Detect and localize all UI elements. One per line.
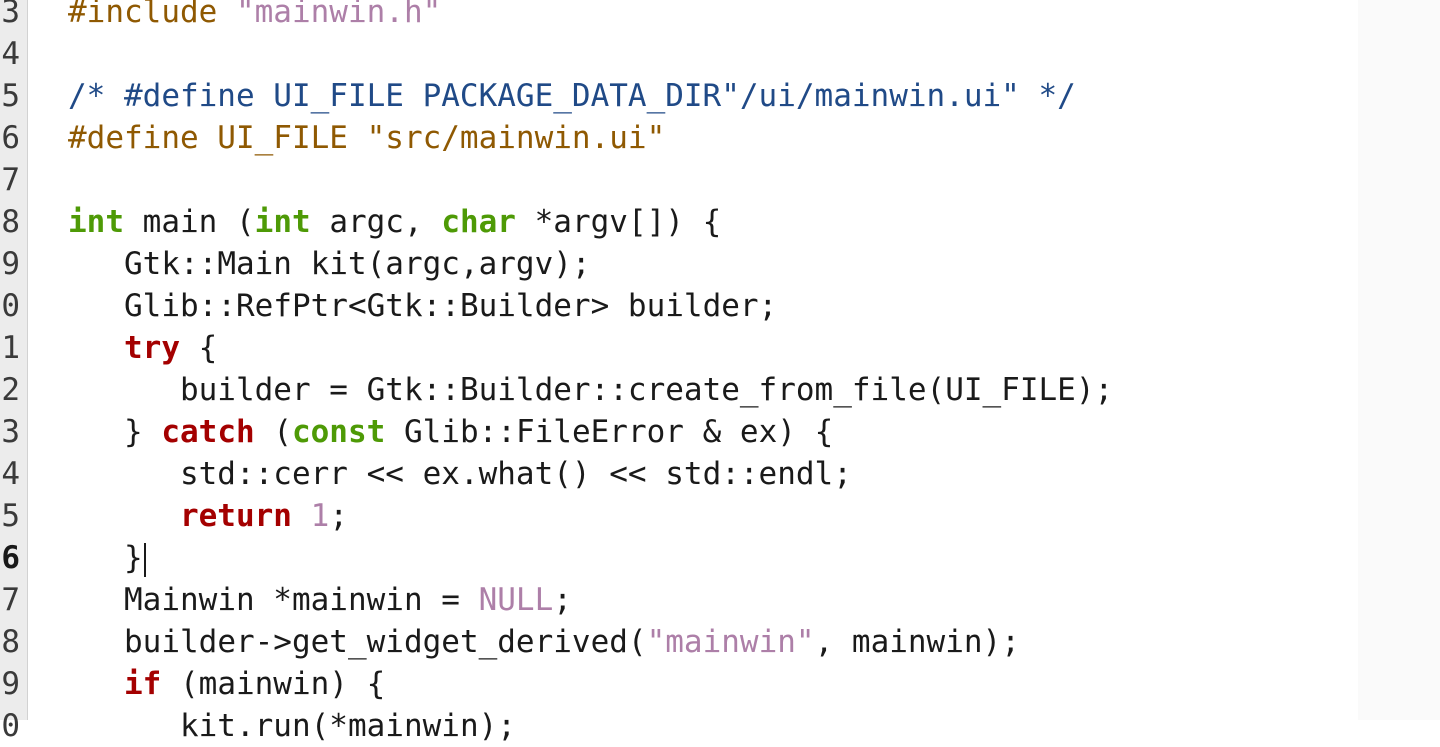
indent-space — [68, 414, 124, 450]
code-token: "mainwin.h" — [235, 0, 442, 30]
code-line[interactable]: Mainwin *mainwin = NULL; — [68, 579, 572, 621]
code-token: argc, — [310, 204, 442, 240]
code-line[interactable]: try { — [68, 327, 217, 369]
code-token: kit.run(*mainwin); — [179, 708, 516, 744]
code-line[interactable]: return 1; — [68, 495, 348, 537]
line-number[interactable]: 4 — [1, 36, 20, 72]
line-number[interactable]: 4 — [1, 456, 20, 492]
indent-space — [68, 624, 124, 660]
indent-space — [68, 372, 180, 408]
code-line[interactable]: #include "mainwin.h" — [68, 0, 441, 33]
code-line[interactable]: std::cerr << ex.what() << std::endl; — [68, 453, 852, 495]
line-number-gutter[interactable]: 3 4 5 6 7 8 9 0 1 2 3 4 5 6 7 8 9 0 — [0, 0, 28, 744]
code-token: , mainwin); — [814, 624, 1020, 660]
code-line[interactable]: kit.run(*mainwin); — [68, 705, 516, 747]
line-number[interactable]: 6 — [1, 120, 20, 156]
code-text-area[interactable]: #include "mainwin.h" /* #define UI_FILE P… — [68, 0, 1350, 744]
code-token: return — [179, 498, 292, 534]
line-number[interactable]: 2 — [1, 372, 20, 408]
indent-space — [68, 540, 124, 576]
code-token: if — [124, 666, 162, 702]
indent-space — [68, 288, 124, 324]
code-token: builder->get_widget_derived( — [124, 624, 647, 660]
indent-space — [68, 498, 180, 534]
code-token: "mainwin" — [646, 624, 815, 660]
line-number[interactable]: 8 — [1, 204, 20, 240]
code-token: catch — [161, 414, 255, 450]
line-number[interactable]: 0 — [1, 288, 20, 324]
code-token: try — [124, 330, 180, 366]
line-number[interactable]: 5 — [1, 498, 20, 534]
code-token: *argv[]) { — [515, 204, 722, 240]
code-line[interactable]: } catch (const Glib::FileError & ex) { — [68, 411, 833, 453]
code-token: Mainwin *mainwin = — [124, 582, 479, 618]
code-line[interactable]: int main (int argc, char *argv[]) { — [68, 201, 721, 243]
code-token: main ( — [124, 204, 255, 240]
line-number[interactable]: 8 — [1, 624, 20, 660]
code-line[interactable]: } — [68, 537, 146, 579]
code-token: std::cerr << ex.what() << std::endl; — [179, 456, 852, 492]
code-token: Glib::RefPtr<Gtk::Builder> builder; — [124, 288, 778, 324]
line-number[interactable]: 5 — [1, 78, 20, 114]
line-number[interactable]: 3 — [1, 0, 20, 30]
line-number[interactable]: 7 — [1, 162, 20, 198]
code-token: char — [441, 204, 516, 240]
code-token — [292, 498, 311, 534]
code-line[interactable]: #define UI_FILE "src/mainwin.ui" — [68, 117, 665, 159]
code-token: const — [291, 414, 386, 450]
code-token: Gtk::Main kit(argc,argv); — [124, 246, 591, 282]
code-line[interactable]: /* #define UI_FILE PACKAGE_DATA_DIR"/ui/… — [68, 75, 1076, 117]
code-token: (mainwin) { — [161, 666, 386, 702]
code-token: #define UI_FILE "src/mainwin.ui" — [68, 120, 666, 156]
editor-margin-area — [1358, 0, 1440, 720]
text-caret — [143, 542, 146, 577]
line-number[interactable]: 9 — [1, 666, 20, 702]
indent-space — [68, 708, 180, 744]
indent-space — [68, 246, 124, 282]
line-number[interactable]: 9 — [1, 246, 20, 282]
code-token: NULL — [478, 582, 554, 618]
indent-space — [68, 456, 180, 492]
line-number[interactable]: 6 — [1, 540, 20, 576]
indent-space — [68, 666, 124, 702]
code-token: ( — [254, 414, 292, 450]
code-token: Glib::FileError & ex) { — [385, 414, 834, 450]
line-number[interactable]: 3 — [1, 414, 20, 450]
code-token: 1 — [310, 498, 330, 534]
code-token: int — [254, 204, 311, 240]
indent-space — [68, 330, 124, 366]
code-token: } — [124, 414, 162, 450]
code-token: } — [124, 540, 143, 576]
code-token: #include — [68, 0, 236, 30]
code-token: /* #define UI_FILE PACKAGE_DATA_DIR"/ui/… — [68, 78, 1076, 114]
code-token: int — [68, 204, 124, 240]
indent-space — [68, 582, 124, 618]
code-line[interactable]: if (mainwin) { — [68, 663, 385, 705]
code-line[interactable]: builder = Gtk::Builder::create_from_file… — [68, 369, 1113, 411]
code-token: ; — [553, 582, 572, 618]
line-number[interactable]: 1 — [1, 330, 20, 366]
code-line[interactable]: Gtk::Main kit(argc,argv); — [68, 243, 591, 285]
line-number[interactable]: 0 — [1, 708, 20, 744]
line-number[interactable]: 7 — [1, 582, 20, 618]
code-token: ; — [329, 498, 348, 534]
code-line[interactable]: Glib::RefPtr<Gtk::Builder> builder; — [68, 285, 777, 327]
code-line[interactable]: builder->get_widget_derived("mainwin", m… — [68, 621, 1020, 663]
code-token: { — [180, 330, 218, 366]
code-token: builder = Gtk::Builder::create_from_file… — [179, 372, 1114, 408]
